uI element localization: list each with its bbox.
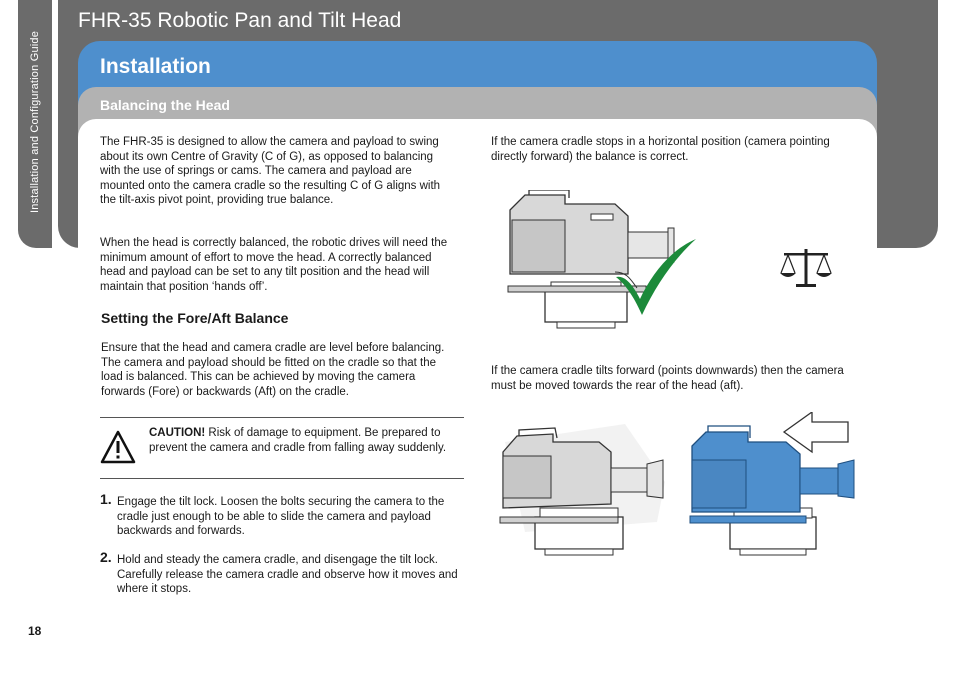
intro-paragraph-1: The FHR-35 is designed to allow the came… <box>100 136 441 206</box>
step-2: 2. Hold and steady the camera cradle, an… <box>100 549 464 597</box>
caution-text: CAUTION! Risk of damage to equipment. Be… <box>149 426 464 455</box>
balanced-camera-illustration <box>507 190 675 329</box>
warning-triangle-icon <box>100 430 136 464</box>
fore-aft-paragraph: Ensure that the head and camera cradle a… <box>101 342 445 398</box>
page-number: 18 <box>28 624 42 638</box>
check-mark-icon <box>616 239 696 315</box>
section-title: Installation <box>100 55 211 78</box>
step-text: Hold and steady the camera cradle, and d… <box>117 554 458 595</box>
tilted-paragraph: If the camera cradle tilts forward (poin… <box>491 365 844 392</box>
side-label: Installation and Configuration Guide <box>29 30 41 214</box>
subsection-title: Balancing the Head <box>100 97 230 113</box>
step-number: 1. <box>100 491 112 507</box>
tilted-camera-illustration <box>499 424 665 556</box>
step-1: 1. Engage the tilt lock. Loosen the bolt… <box>100 491 464 539</box>
balanced-paragraph: If the camera cradle stops in a horizont… <box>491 136 830 163</box>
side-tab <box>18 0 52 248</box>
doc-title: FHR-35 Robotic Pan and Tilt Head <box>78 9 402 32</box>
content-panel <box>78 119 877 673</box>
caution-label: CAUTION! <box>149 427 206 439</box>
intro-paragraph-2: When the head is correctly balanced, the… <box>100 237 448 293</box>
step-text: Engage the tilt lock. Loosen the bolts s… <box>117 496 445 537</box>
adjusted-camera-illustration <box>689 412 855 556</box>
caution-box: CAUTION! Risk of damage to equipment. Be… <box>100 417 464 479</box>
fore-aft-heading: Setting the Fore/Aft Balance <box>101 310 289 326</box>
balance-scale-icon <box>780 249 832 287</box>
step-number: 2. <box>100 549 112 565</box>
caution-message: Risk of damage to equipment. Be prepared… <box>149 427 447 454</box>
arrow-left-icon <box>782 412 849 454</box>
